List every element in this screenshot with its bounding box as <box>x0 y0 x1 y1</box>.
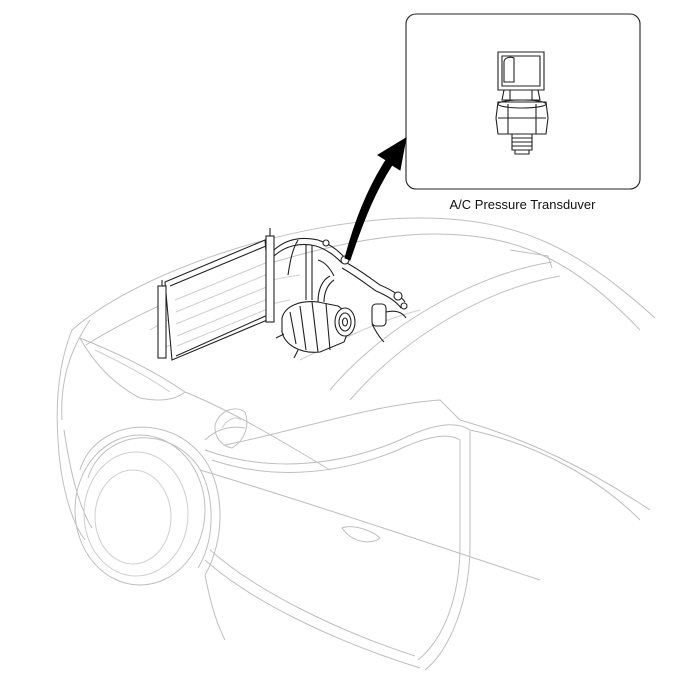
compressor <box>275 275 356 359</box>
callout-box <box>405 13 641 190</box>
pressure-transducer-illustration <box>495 51 549 155</box>
pointer-arrow <box>344 136 407 261</box>
car-body-outline <box>56 217 656 671</box>
refrigerant-pipes <box>273 237 408 343</box>
pressure-transducer-label: A/C Pressure Transduver <box>449 197 596 212</box>
condenser <box>157 228 275 361</box>
